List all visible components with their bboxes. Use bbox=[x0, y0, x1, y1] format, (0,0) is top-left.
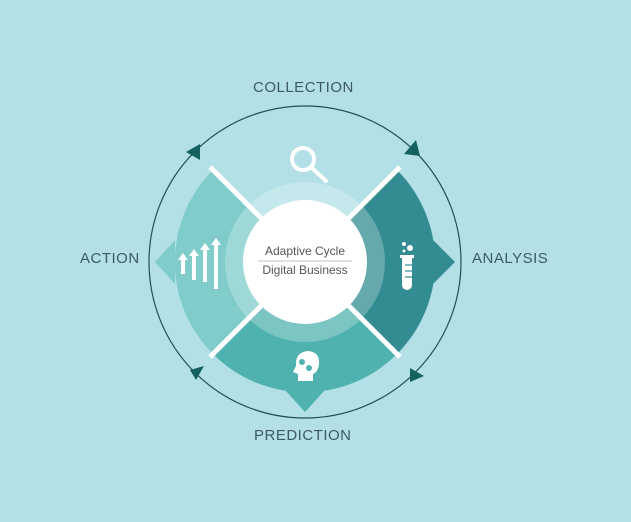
segment-prediction bbox=[213, 262, 397, 393]
cycle-arrow-top-right bbox=[404, 140, 420, 156]
stage-label-prediction: PREDICTION bbox=[254, 427, 352, 444]
stage-label-analysis: ANALYSIS bbox=[472, 250, 549, 267]
center-subtitle: Digital Business bbox=[262, 263, 348, 277]
stage-label-action: ACTION bbox=[80, 250, 140, 267]
prediction-pointer bbox=[285, 390, 325, 412]
action-pointer bbox=[155, 240, 175, 284]
segment-analysis bbox=[305, 170, 436, 354]
analysis-pointer bbox=[433, 240, 455, 284]
center-title: Adaptive Cycle bbox=[264, 244, 346, 258]
head-gears-icon bbox=[293, 351, 320, 381]
cycle-arrow-top-left bbox=[186, 144, 200, 160]
growth-arrows-icon bbox=[178, 238, 221, 289]
center-circle bbox=[243, 200, 367, 324]
magnifier-icon bbox=[290, 146, 328, 183]
cycle-ring bbox=[148, 105, 462, 419]
stage-label-collection: COLLECTION bbox=[253, 79, 354, 96]
segment-action bbox=[174, 170, 305, 354]
test-tube-icon bbox=[400, 242, 414, 290]
cycle-arrow-bottom-right bbox=[410, 368, 424, 382]
cycle-arrow-bottom-left bbox=[190, 366, 204, 380]
